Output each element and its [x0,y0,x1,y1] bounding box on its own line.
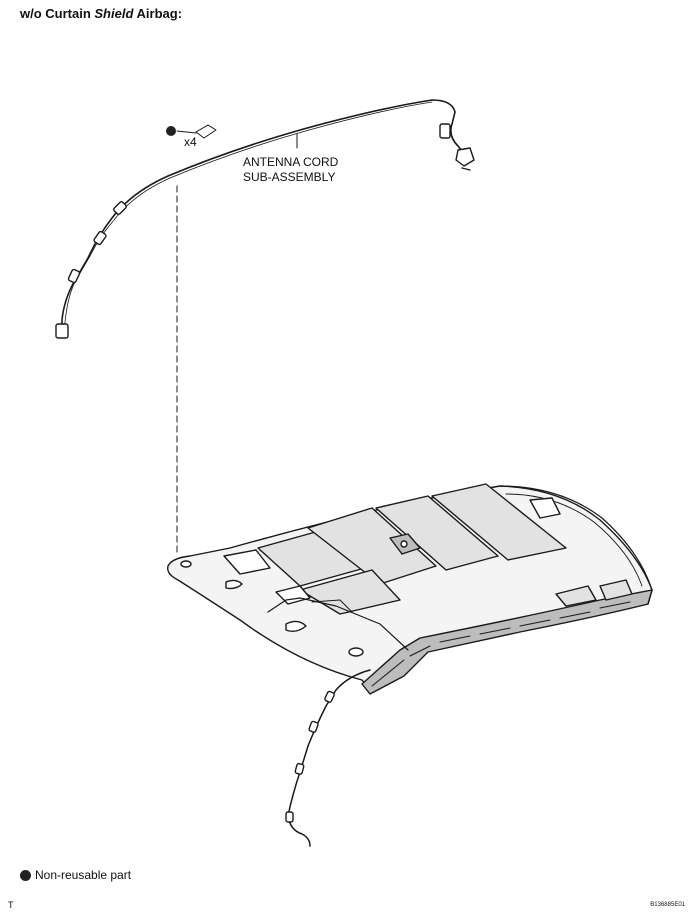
cord-clip [93,230,107,246]
antenna-label-line1: ANTENNA CORD [243,155,339,169]
legend-label: Non-reusable part [35,868,132,882]
headliner-panel [375,495,499,571]
cord-clip [67,268,81,284]
cord-end-connector [55,323,69,339]
clip-quantity-label: x4 [184,135,197,149]
cord-clip [113,201,127,215]
cord-clip [308,720,319,733]
section-title: w/o Curtain Shield Airbag: [20,6,182,21]
antenna-cord-lower [285,669,371,847]
figure-reference: B136885E01 [650,902,685,908]
title-prefix: w/o Curtain [20,6,95,21]
headliner-panel [431,483,567,561]
headliner-panel [307,507,437,585]
non-reusable-clip [166,124,217,139]
non-reusable-dot-icon [20,869,31,881]
corner-mark: T [8,900,14,910]
antenna-label-line2: SUB-ASSEMBLY [243,170,336,184]
title-suffix: Airbag: [133,6,183,21]
cord-clip [439,123,451,139]
roof-headlining [167,483,653,695]
title-italic: Shield [94,6,134,21]
antenna-cord-upper [55,99,475,339]
antenna-connector [455,147,475,167]
antenna-cord-label: ANTENNA CORD SUB-ASSEMBLY [243,155,338,185]
legend: Non-reusable part [20,868,131,882]
cord-end-connector [285,811,294,823]
cord-clip [294,762,305,775]
cord-clip [324,690,335,703]
